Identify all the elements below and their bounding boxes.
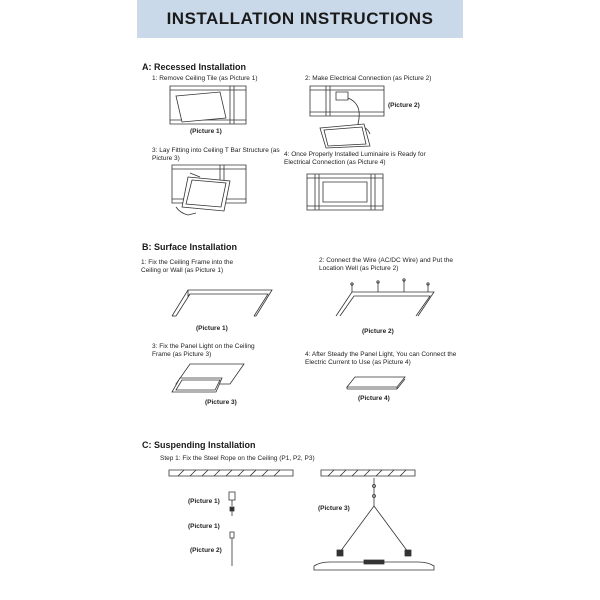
section-c-heading: C: Suspending Installation [142,440,256,450]
a-picture-1-drawing [168,84,248,126]
c-picture-2-label: (Picture 2) [190,547,222,554]
b-step-4: 4: After Steady the Panel Light, You can… [305,351,457,366]
section-b-heading: B: Surface Installation [142,242,238,252]
a-picture-2-drawing [308,84,388,150]
c-picture-1-anchor [226,490,238,518]
b-step-2: 2: Connect the Wire (AC/DC Wire) and Put… [319,257,454,272]
b-picture-1-label: (Picture 1) [196,325,228,332]
b-picture-1-drawing [168,286,278,322]
b-picture-4-label: (Picture 4) [358,395,390,402]
b-picture-2-drawing [330,278,440,322]
c-ceiling-bar-left [168,469,294,477]
b-picture-3-drawing [170,360,248,396]
c-picture-3-drawing [306,476,442,576]
b-picture-4-drawing [345,375,407,391]
c-step-1: Step 1: Fix the Steel Rope on the Ceilin… [160,455,315,462]
a-picture-1-label: (Picture 1) [190,128,222,135]
a-picture-4-drawing [305,172,387,214]
c-picture-1-label-b: (Picture 1) [188,523,220,530]
c-picture-2-rope [228,530,236,568]
b-step-1: 1: Fix the Ceiling Frame into the Ceilin… [141,259,234,274]
c-ceiling-bar-right [320,469,416,477]
c-picture-3-label: (Picture 3) [318,505,350,512]
c-picture-1-label-a: (Picture 1) [188,498,220,505]
a-picture-3-drawing [170,163,250,219]
b-picture-3-label: (Picture 3) [205,399,237,406]
a-picture-2-label: (Picture 2) [388,102,420,109]
a-step-4: 4: Once Properly Installed Luminaire is … [284,151,426,166]
a-step-3: 3: Lay Fitting into Ceiling T Bar Struct… [152,147,280,162]
b-picture-2-label: (Picture 2) [362,328,394,335]
a-step-2: 2: Make Electrical Connection (as Pictur… [305,75,432,82]
page-title: INSTALLATION INSTRUCTIONS [166,9,434,28]
b-step-3: 3: Fix the Panel Light on the Ceiling Fr… [152,343,255,358]
a-step-1: 1: Remove Ceiling Tile (as Picture 1) [152,75,258,82]
section-a-heading: A: Recessed Installation [142,62,247,72]
title-banner: INSTALLATION INSTRUCTIONS [137,0,463,38]
